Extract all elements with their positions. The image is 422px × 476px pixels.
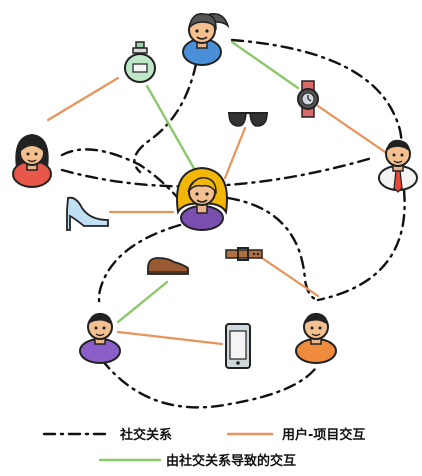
induced-edge-bottomleft-shoe: [116, 280, 169, 324]
interaction-edge-left-perfume: [46, 76, 120, 122]
smartphone-icon: [225, 323, 251, 369]
interaction-edge-bottomleft-phone: [116, 330, 224, 346]
user-bottom-left-icon: [79, 312, 121, 364]
social-edge-bottomleft-bottomright: [100, 358, 320, 409]
social-edge-top-right: [230, 38, 403, 152]
user-top-icon: [182, 13, 230, 66]
social-edge-center-bottomleft: [97, 223, 182, 307]
wristwatch-icon: [297, 80, 319, 118]
induced-edge-top-watch: [230, 40, 300, 90]
legend-induced: 由社交关系导致的交互: [98, 453, 296, 469]
interaction-edge-center-sunglasses: [223, 126, 247, 180]
user-right-icon: [378, 139, 418, 193]
legend-user-item: 用户-项目交互: [226, 427, 365, 443]
induced-edge-perfume-center: [145, 84, 198, 174]
interaction-edge-bottomright-belt: [260, 256, 320, 298]
social-edges: [60, 38, 406, 409]
social-edge-left-right: [60, 156, 374, 188]
social-edge-left-center: [60, 148, 180, 200]
user-bottom-right-icon: [295, 312, 337, 364]
sunglasses-icon: [228, 112, 268, 127]
social-edge-right-bottomright: [316, 188, 406, 302]
perfume-bottle-icon: [124, 41, 156, 83]
user-left-icon: [12, 134, 52, 188]
legend-social-label: 社交关系: [119, 427, 172, 443]
user-center-icon: [176, 166, 228, 231]
leather-shoe-icon: [147, 257, 189, 275]
high-heel-shoe-icon: [66, 196, 109, 231]
legend-social: 社交关系: [42, 427, 172, 443]
user-item-edges: [46, 76, 387, 346]
induced-edges: [116, 40, 300, 324]
legend-induced-label: 由社交关系导致的交互: [166, 453, 296, 469]
legend: 社交关系 用户-项目交互 由社交关系导致的交互: [42, 427, 365, 469]
social-edge-center-bottomright: [226, 196, 320, 302]
legend-user-item-label: 用户-项目交互: [281, 427, 365, 443]
belt-icon: [225, 247, 263, 261]
interaction-edge-right-watch: [316, 104, 387, 154]
